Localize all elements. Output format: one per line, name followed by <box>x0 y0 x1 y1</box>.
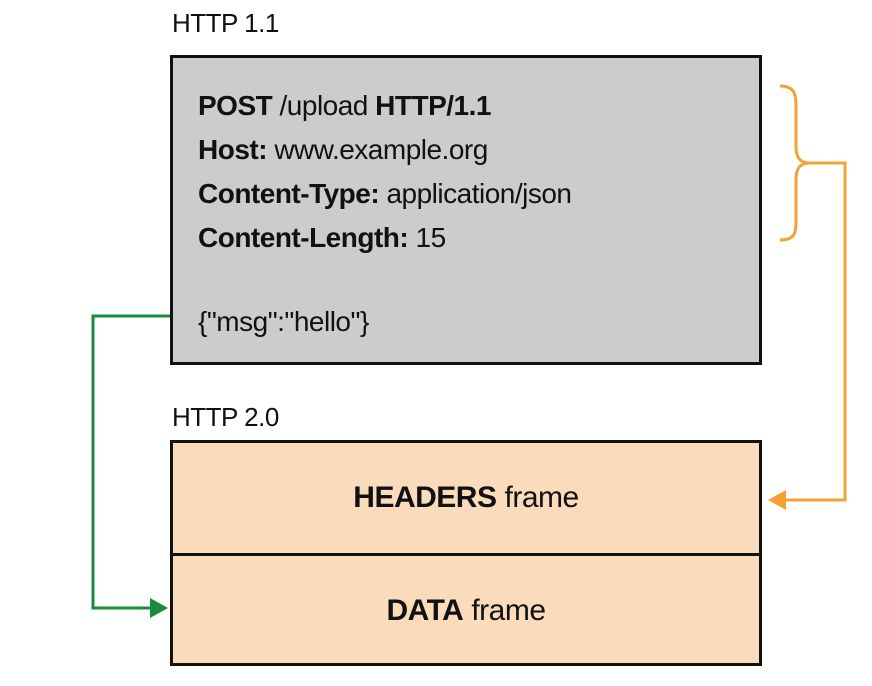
header-content-length: Content-Length: 15 <box>198 216 572 260</box>
body-arrowhead <box>150 598 168 618</box>
headers-brace <box>779 84 809 242</box>
request-path: /upload <box>279 90 369 121</box>
http20-label: HTTP 2.0 <box>172 402 279 432</box>
http11-header-block: POST /upload HTTP/1.1 Host: www.example.… <box>198 84 572 260</box>
data-frame: DATA frame <box>173 553 759 666</box>
request-line: POST /upload HTTP/1.1 <box>198 84 572 128</box>
header-value: 15 <box>415 222 447 253</box>
data-frame-word: frame <box>471 594 546 627</box>
headers-arrowhead <box>768 490 786 510</box>
request-version: HTTP/1.1 <box>375 90 491 121</box>
data-frame-type: DATA <box>386 594 464 627</box>
http11-label: HTTP 1.1 <box>172 8 279 38</box>
header-value: www.example.org <box>274 134 488 165</box>
request-body: {"msg":"hello"} <box>198 306 369 337</box>
headers-frame-word: frame <box>504 481 580 514</box>
request-method: POST <box>198 90 273 121</box>
body-connector-line <box>91 314 170 610</box>
header-name: Content-Length: <box>198 222 409 253</box>
headers-frame: HEADERS frame <box>173 443 759 553</box>
header-name: Host: <box>198 134 268 165</box>
http11-request-box: POST /upload HTTP/1.1 Host: www.example.… <box>170 55 762 365</box>
header-value: application/json <box>386 178 572 209</box>
http20-frames-box: HEADERS frame DATA frame <box>170 440 762 666</box>
header-host: Host: www.example.org <box>198 128 572 172</box>
header-content-type: Content-Type: application/json <box>198 172 572 216</box>
header-name: Content-Type: <box>198 178 380 209</box>
headers-connector-line <box>782 161 847 502</box>
headers-frame-type: HEADERS <box>353 481 497 514</box>
